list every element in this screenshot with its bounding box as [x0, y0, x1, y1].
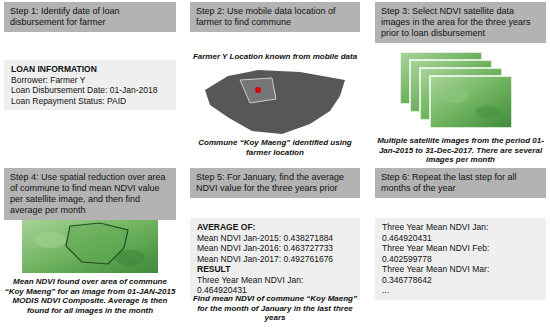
step-text: Step 2: Use mobile data location of farm…: [196, 6, 354, 28]
step-header: Step 1: Identify date of loan disburseme…: [4, 2, 176, 32]
caption-text: Find mean NDVI of commune “Koy Maeng” fo…: [190, 294, 360, 323]
info-line: Mean NDVI Jan-2017: 0.492761676: [197, 254, 353, 265]
result-panel: AVERAGE OF:Mean NDVI Jan-2015: 0.4382718…: [190, 218, 360, 300]
info-line: Three Year Mean NDVI Feb: 0.402599778: [382, 243, 539, 264]
result-panel: Three Year Mean NDVI Jan: 0.464920431Thr…: [375, 218, 546, 300]
step-header: Step 5: For January, find the average ND…: [190, 168, 360, 198]
info-line: Loan Disbursement Date: 01-Jan-2018: [11, 85, 169, 96]
info-line: Borrower: Farmer Y: [11, 75, 169, 86]
ndvi-patch: [441, 89, 469, 103]
commune-ndvi-image: [22, 218, 158, 273]
info-line: Loan Repayment Status: PAID: [11, 96, 169, 107]
satellite-image: [430, 76, 512, 128]
ndvi-patch: [34, 232, 66, 248]
info-line: Three Year Mean NDVI Jan: 0.464920431: [382, 222, 539, 243]
info-line: Mean NDVI Jan-2016: 0.463727733: [197, 243, 353, 254]
step-header: Step 2: Use mobile data location of farm…: [190, 2, 360, 32]
province-shape: [205, 70, 345, 134]
info-line: ...: [382, 285, 539, 296]
caption-text: Commune “Koy Maeng” identified using far…: [190, 138, 360, 157]
ndvi-patch: [476, 106, 500, 118]
caption-text: Multiple satellite images from the perio…: [375, 136, 546, 165]
commune-map: [205, 70, 345, 134]
step-header: Step 4: Use spatial reduction over area …: [4, 168, 176, 220]
info-line: Mean NDVI Jan-2015: 0.438271884: [197, 233, 353, 244]
info-panel: LOAN INFORMATIONBorrower: Farmer YLoan D…: [4, 60, 176, 110]
step-text: Step 6: Repeat the last step for all mon…: [381, 172, 540, 194]
commune-shape: [240, 78, 276, 103]
step-header: Step 6: Repeat the last step for all mon…: [375, 168, 546, 198]
satellite-stack: [400, 52, 512, 128]
info-line: AVERAGE OF:: [197, 222, 353, 233]
step-header: Step 3: Select NDVI satellite data image…: [375, 2, 546, 43]
farmer-dot: [255, 87, 261, 93]
caption-text: Mean NDVI found over area of commune “Ko…: [4, 277, 176, 315]
step-text: Step 1: Identify date of loan disburseme…: [10, 6, 170, 28]
caption-text: Farmer Y Location known from mobile data: [190, 52, 360, 62]
ndvi-image: [22, 218, 158, 273]
info-line: Three Year Mean NDVI Jan: 0.464920431: [197, 275, 353, 296]
info-line: Three Year Mean NDVI Mar: 0.346778642: [382, 264, 539, 285]
info-line: RESULT: [197, 264, 353, 275]
commune-outline: [66, 223, 128, 264]
info-line: LOAN INFORMATION: [11, 64, 169, 75]
step-text: Step 5: For January, find the average ND…: [196, 172, 354, 194]
step-text: Step 3: Select NDVI satellite data image…: [381, 6, 540, 39]
step-text: Step 4: Use spatial reduction over area …: [10, 172, 170, 216]
